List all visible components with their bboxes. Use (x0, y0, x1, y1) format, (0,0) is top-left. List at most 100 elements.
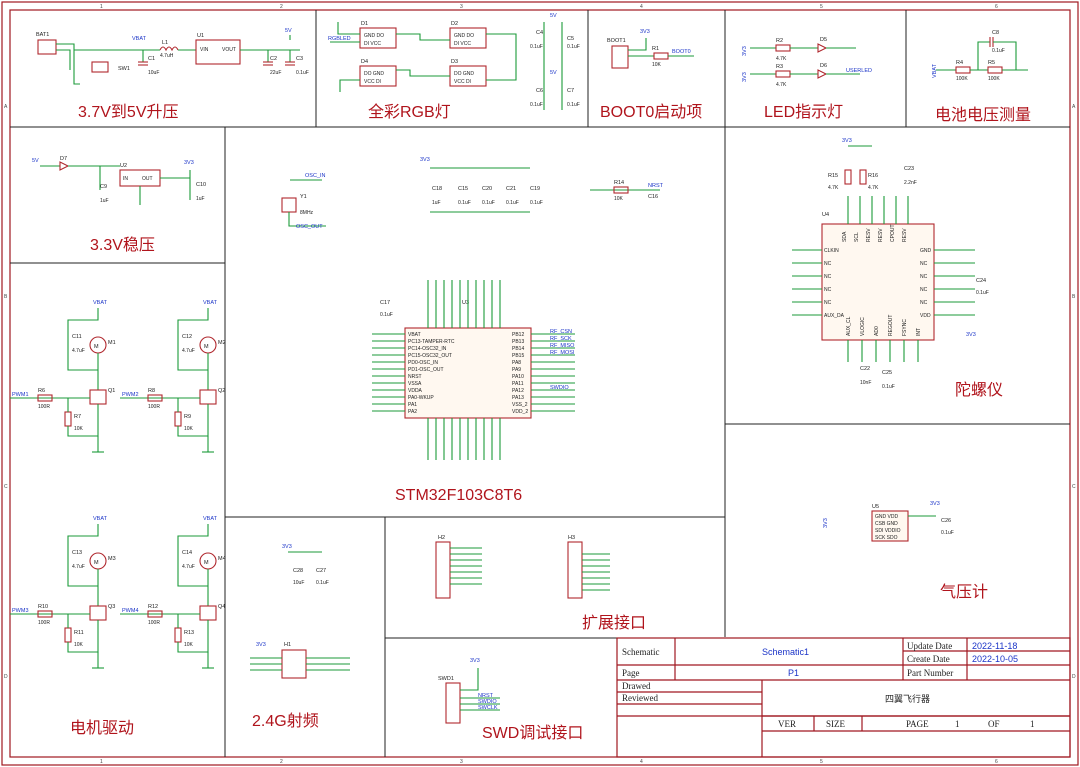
grid-row-a-right: A (1072, 104, 1076, 110)
motor-vbat-net: VBAT (203, 300, 218, 306)
gyro-top-pin-label: RESV (878, 228, 884, 242)
h1-ref: H1 (284, 642, 291, 648)
tb-update-value: 2022-11-18 (972, 641, 1017, 651)
gyro-bottom-pin-label: REGOUT (888, 315, 894, 336)
baro-3v3-right: 3V3 (930, 501, 940, 507)
gnd-wire (67, 404, 99, 437)
gyro-top-pin-label: CPOUT (890, 225, 896, 243)
u2-ref: U2 (120, 163, 127, 169)
mcu-top-pins (427, 280, 501, 328)
boost-vbat-net: VBAT (132, 36, 147, 42)
boost-circuit: BAT1 SW1 L1 4.7uH U1 VIN VOUT C1 10uF C2… (36, 28, 309, 85)
tb-size-label: SIZE (826, 719, 846, 729)
userled-net: USERLED (846, 68, 872, 74)
pulldown-value: 10K (74, 426, 84, 432)
gyro-top-pin-label: RESV (902, 228, 908, 242)
d3-ref: D3 (451, 59, 458, 65)
rgb-5v-net-a: 5V (550, 13, 557, 19)
motor-cap-ref: C14 (182, 550, 192, 556)
c6-ref: C6 (536, 88, 543, 94)
c1-ref: C1 (148, 56, 155, 62)
gyro-3v3-net: 3V3 (842, 138, 852, 144)
section-title-boot0: BOOT0启动项 (600, 103, 702, 121)
gyro-left-pin-label: NC (824, 287, 832, 293)
r3-resistor (775, 70, 791, 78)
c23-value: 2.2nF (904, 180, 917, 186)
grid-row-d-right: D (1072, 674, 1076, 680)
c10-value: 1uF (196, 196, 205, 202)
gyro-right-pin-label: NC (920, 274, 928, 280)
c26-ref: C26 (941, 518, 951, 524)
gate-resistor-ref: R10 (38, 604, 48, 610)
r16-resistor (859, 169, 867, 185)
rf-3v3-net: 3V3 (282, 544, 292, 550)
swd-swdio: SWDIO (478, 699, 497, 705)
grid-row-b: B (4, 294, 8, 300)
motor-m-glyph: M (204, 560, 209, 566)
section-title-mcu: STM32F103C8T6 (395, 487, 522, 504)
motor-circuit: VBATMM1C114.7uFQ1PWM1R6100RR710KVBATMM2C… (10, 300, 226, 669)
gyro-left-pin-label: AUX_DA (824, 313, 845, 319)
r2-value: 4.7K (776, 56, 787, 62)
r3-ref: R3 (776, 64, 783, 70)
r15-resistor (844, 169, 852, 185)
c4-value: 0.1uF (530, 44, 543, 50)
grid-col-3: 3 (460, 4, 463, 10)
u1-vout: VOUT (222, 47, 236, 53)
mcu-right-pin-label: VSS_2 (512, 402, 528, 408)
gnd-wire (177, 404, 209, 437)
mcu-right-net-label: RF_CSN (550, 329, 572, 335)
section-dividers (10, 10, 1070, 757)
grid-col-3b: 3 (460, 759, 463, 765)
d7-ref: D7 (60, 156, 67, 162)
d6-diode (817, 69, 828, 79)
c7-ref: C7 (567, 88, 574, 94)
pulldown-ref: R7 (74, 414, 81, 420)
tb-update-label: Update Date (907, 641, 952, 651)
u2-out: OUT (142, 176, 153, 182)
mcu-left-pin-label: PD1-OSC_OUT (408, 367, 444, 373)
c18-value: 1uF (432, 200, 441, 206)
swd1-ref: SWD1 (438, 676, 454, 682)
mcu-right-pin-label: PA9 (512, 367, 521, 373)
r4-value: 100K (956, 76, 968, 82)
ldo-circuit: 5V D7 U2 IN OUT C9 1uF 3V3 C10 1uF (32, 156, 206, 205)
c21-ref: C21 (506, 186, 516, 192)
c22-ref: C22 (860, 366, 870, 372)
c9-ref: C9 (100, 184, 107, 190)
section-title-swd: SWD调试接口 (482, 724, 583, 742)
motor-vbat-net: VBAT (93, 300, 108, 306)
motor-wire (177, 308, 209, 371)
c23-ref: C23 (904, 166, 914, 172)
c8-ref: C8 (992, 30, 999, 36)
mcu-circuit: OSC_IN Y1 8MHz OSC_OUT 3V3 C18 1uF C15 0… (281, 157, 664, 460)
mcu-bottom-pins (427, 418, 501, 460)
d1-pins-b: DI VCC (364, 41, 381, 47)
grid-col-1: 1 (100, 4, 103, 10)
section-title-led: LED指示灯 (764, 103, 843, 121)
tb-create-value: 2022-10-05 (972, 654, 1018, 664)
tb-schematic-name: Schematic1 (762, 647, 809, 657)
mcu-right-pin-label: PB12 (512, 332, 524, 338)
gate-resistor-ref: R8 (148, 388, 155, 394)
c1-value: 10uF (148, 70, 159, 76)
mosfet-ref: Q4 (218, 604, 225, 610)
pwm-net: PWM2 (122, 392, 139, 398)
rf-h1-3v3: 3V3 (256, 642, 266, 648)
c9-value: 1uF (100, 198, 109, 204)
gate-resistor-value: 100R (38, 620, 50, 626)
tb-ver-label: VER (778, 719, 796, 729)
pulldown-value: 10K (184, 642, 194, 648)
gyro-top-pin-label: SCL (854, 232, 860, 242)
mosfet-symbol (89, 605, 107, 621)
r2-ref: R2 (776, 38, 783, 44)
c3-value: 0.1uF (296, 70, 309, 76)
tb-create-label: Create Date (907, 654, 950, 664)
tb-part-label: Part Number (907, 668, 953, 678)
r5-resistor (987, 66, 1003, 74)
c5-value: 0.1uF (567, 44, 580, 50)
boot-3v3-net: 3V3 (640, 29, 650, 35)
mcu-right-pin-label: PB15 (512, 353, 524, 359)
